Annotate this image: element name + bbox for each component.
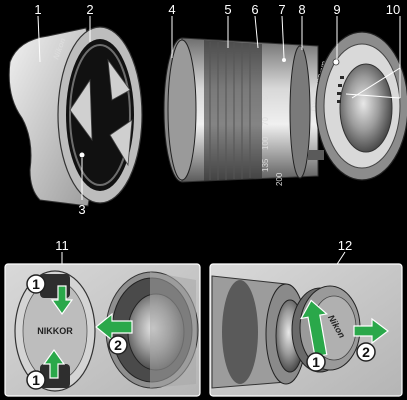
callout-7: 7 bbox=[278, 2, 285, 17]
callout-leaders bbox=[37, 15, 401, 273]
callout-5: 5 bbox=[224, 2, 231, 17]
mounting-mark bbox=[332, 58, 340, 66]
step-2-label-right: 2 bbox=[362, 344, 370, 360]
step-1-badge-top: 1 bbox=[26, 274, 46, 294]
hood-alignment-dot bbox=[79, 152, 85, 158]
zoom-ring bbox=[204, 40, 262, 181]
pinch-arrow-up bbox=[42, 348, 66, 379]
callout-2: 2 bbox=[86, 2, 93, 17]
zoom-index-mark bbox=[282, 58, 286, 62]
front-cap-panel: NIKKOR 1 1 2 bbox=[4, 263, 201, 397]
callout-3: 3 bbox=[78, 202, 85, 217]
callout-6: 6 bbox=[251, 2, 258, 17]
step-1-label-top: 1 bbox=[32, 276, 40, 292]
callout-9: 9 bbox=[333, 2, 340, 17]
step-2-badge-right: 2 bbox=[356, 342, 376, 362]
rear-lens-cap: Nikon bbox=[291, 285, 361, 373]
cap-brand-text: NIKKOR bbox=[37, 326, 73, 336]
front-lens-cap: NIKKOR bbox=[14, 270, 96, 392]
callout-1: 1 bbox=[34, 2, 41, 17]
focal-100: 100 bbox=[261, 136, 270, 150]
serial-label bbox=[308, 150, 324, 160]
focal-50: 50 bbox=[261, 91, 270, 100]
focal-length-scale: 50 70 100 135 200 bbox=[261, 91, 284, 186]
lens-hood: Nikon bbox=[8, 26, 143, 207]
callout-numbers: 1 2 3 4 5 6 7 8 9 10 11 12 bbox=[34, 2, 400, 253]
step-2-label-left: 2 bbox=[114, 337, 122, 353]
remove-arrow-left bbox=[95, 312, 133, 342]
cpu-contacts bbox=[337, 76, 344, 103]
step-1-label-right: 1 bbox=[312, 354, 320, 370]
step-1-badge-bottom: 1 bbox=[26, 370, 46, 390]
callout-8: 8 bbox=[298, 2, 305, 17]
step-1-label-bottom: 1 bbox=[32, 372, 40, 388]
remove-arrow-right bbox=[353, 317, 389, 345]
rotate-arrow-up bbox=[299, 299, 329, 358]
focal-70: 70 bbox=[261, 117, 270, 126]
rear-cap-panel: Nikon 1 2 bbox=[209, 263, 403, 397]
callout-10: 10 bbox=[386, 2, 400, 17]
step-1-badge-right: 1 bbox=[306, 352, 326, 372]
lens-body: 50 70 100 135 200 DX 50-200mm bbox=[163, 31, 407, 186]
callout-4: 4 bbox=[168, 2, 175, 17]
pinch-arrow-down bbox=[50, 285, 74, 316]
focal-200: 200 bbox=[275, 172, 284, 186]
callout-11: 11 bbox=[55, 238, 69, 253]
focal-135: 135 bbox=[261, 158, 270, 172]
callout-12: 12 bbox=[338, 238, 352, 253]
step-2-badge-left: 2 bbox=[108, 335, 128, 355]
